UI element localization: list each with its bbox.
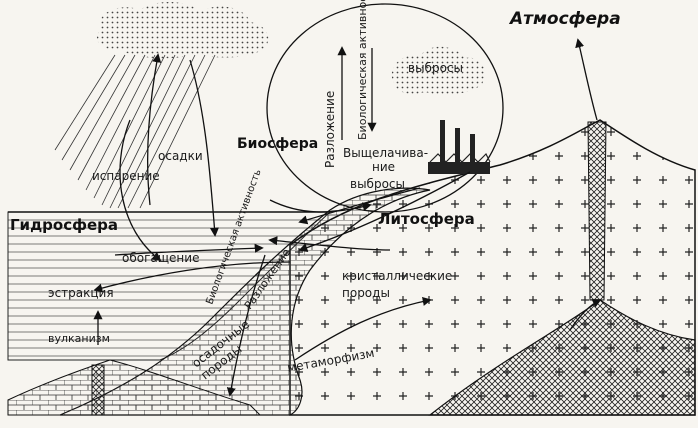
label-enrichment: обогащение [122, 251, 199, 265]
rain-cloud [97, 2, 268, 58]
label-volcanism: вулканизм [48, 332, 110, 345]
label-emissions: выбросы [350, 177, 405, 191]
label-hydrosphere: Гидросфера [10, 216, 118, 234]
label-rocks: породы [342, 286, 390, 300]
label-lithosphere: Литосфера [378, 210, 475, 228]
label-crystalline: кристаллические [342, 269, 452, 283]
volcanic-conduit-right [588, 122, 606, 300]
label-decomposition-top: Разложение [323, 91, 337, 168]
label-biosphere: Биосфера [237, 136, 318, 152]
label-emissions-cloud: выбросы [408, 61, 463, 75]
label-extraction: эстракция [48, 286, 114, 300]
precipitation-arrow [190, 60, 215, 235]
label-bio-activity-top: Биологическая активность [356, 0, 369, 140]
label-atmosphere: Атмосфера [508, 9, 621, 29]
label-leaching-2: ние [372, 160, 395, 174]
volcanic-conduit-left [92, 365, 104, 415]
factory [428, 120, 490, 174]
rain-streaks [55, 55, 215, 208]
atmosphere-arrow [578, 40, 597, 120]
label-precipitation: осадки [158, 149, 203, 163]
label-evaporation: испарение [92, 169, 160, 183]
label-leaching-1: Выщелачива- [343, 146, 428, 160]
